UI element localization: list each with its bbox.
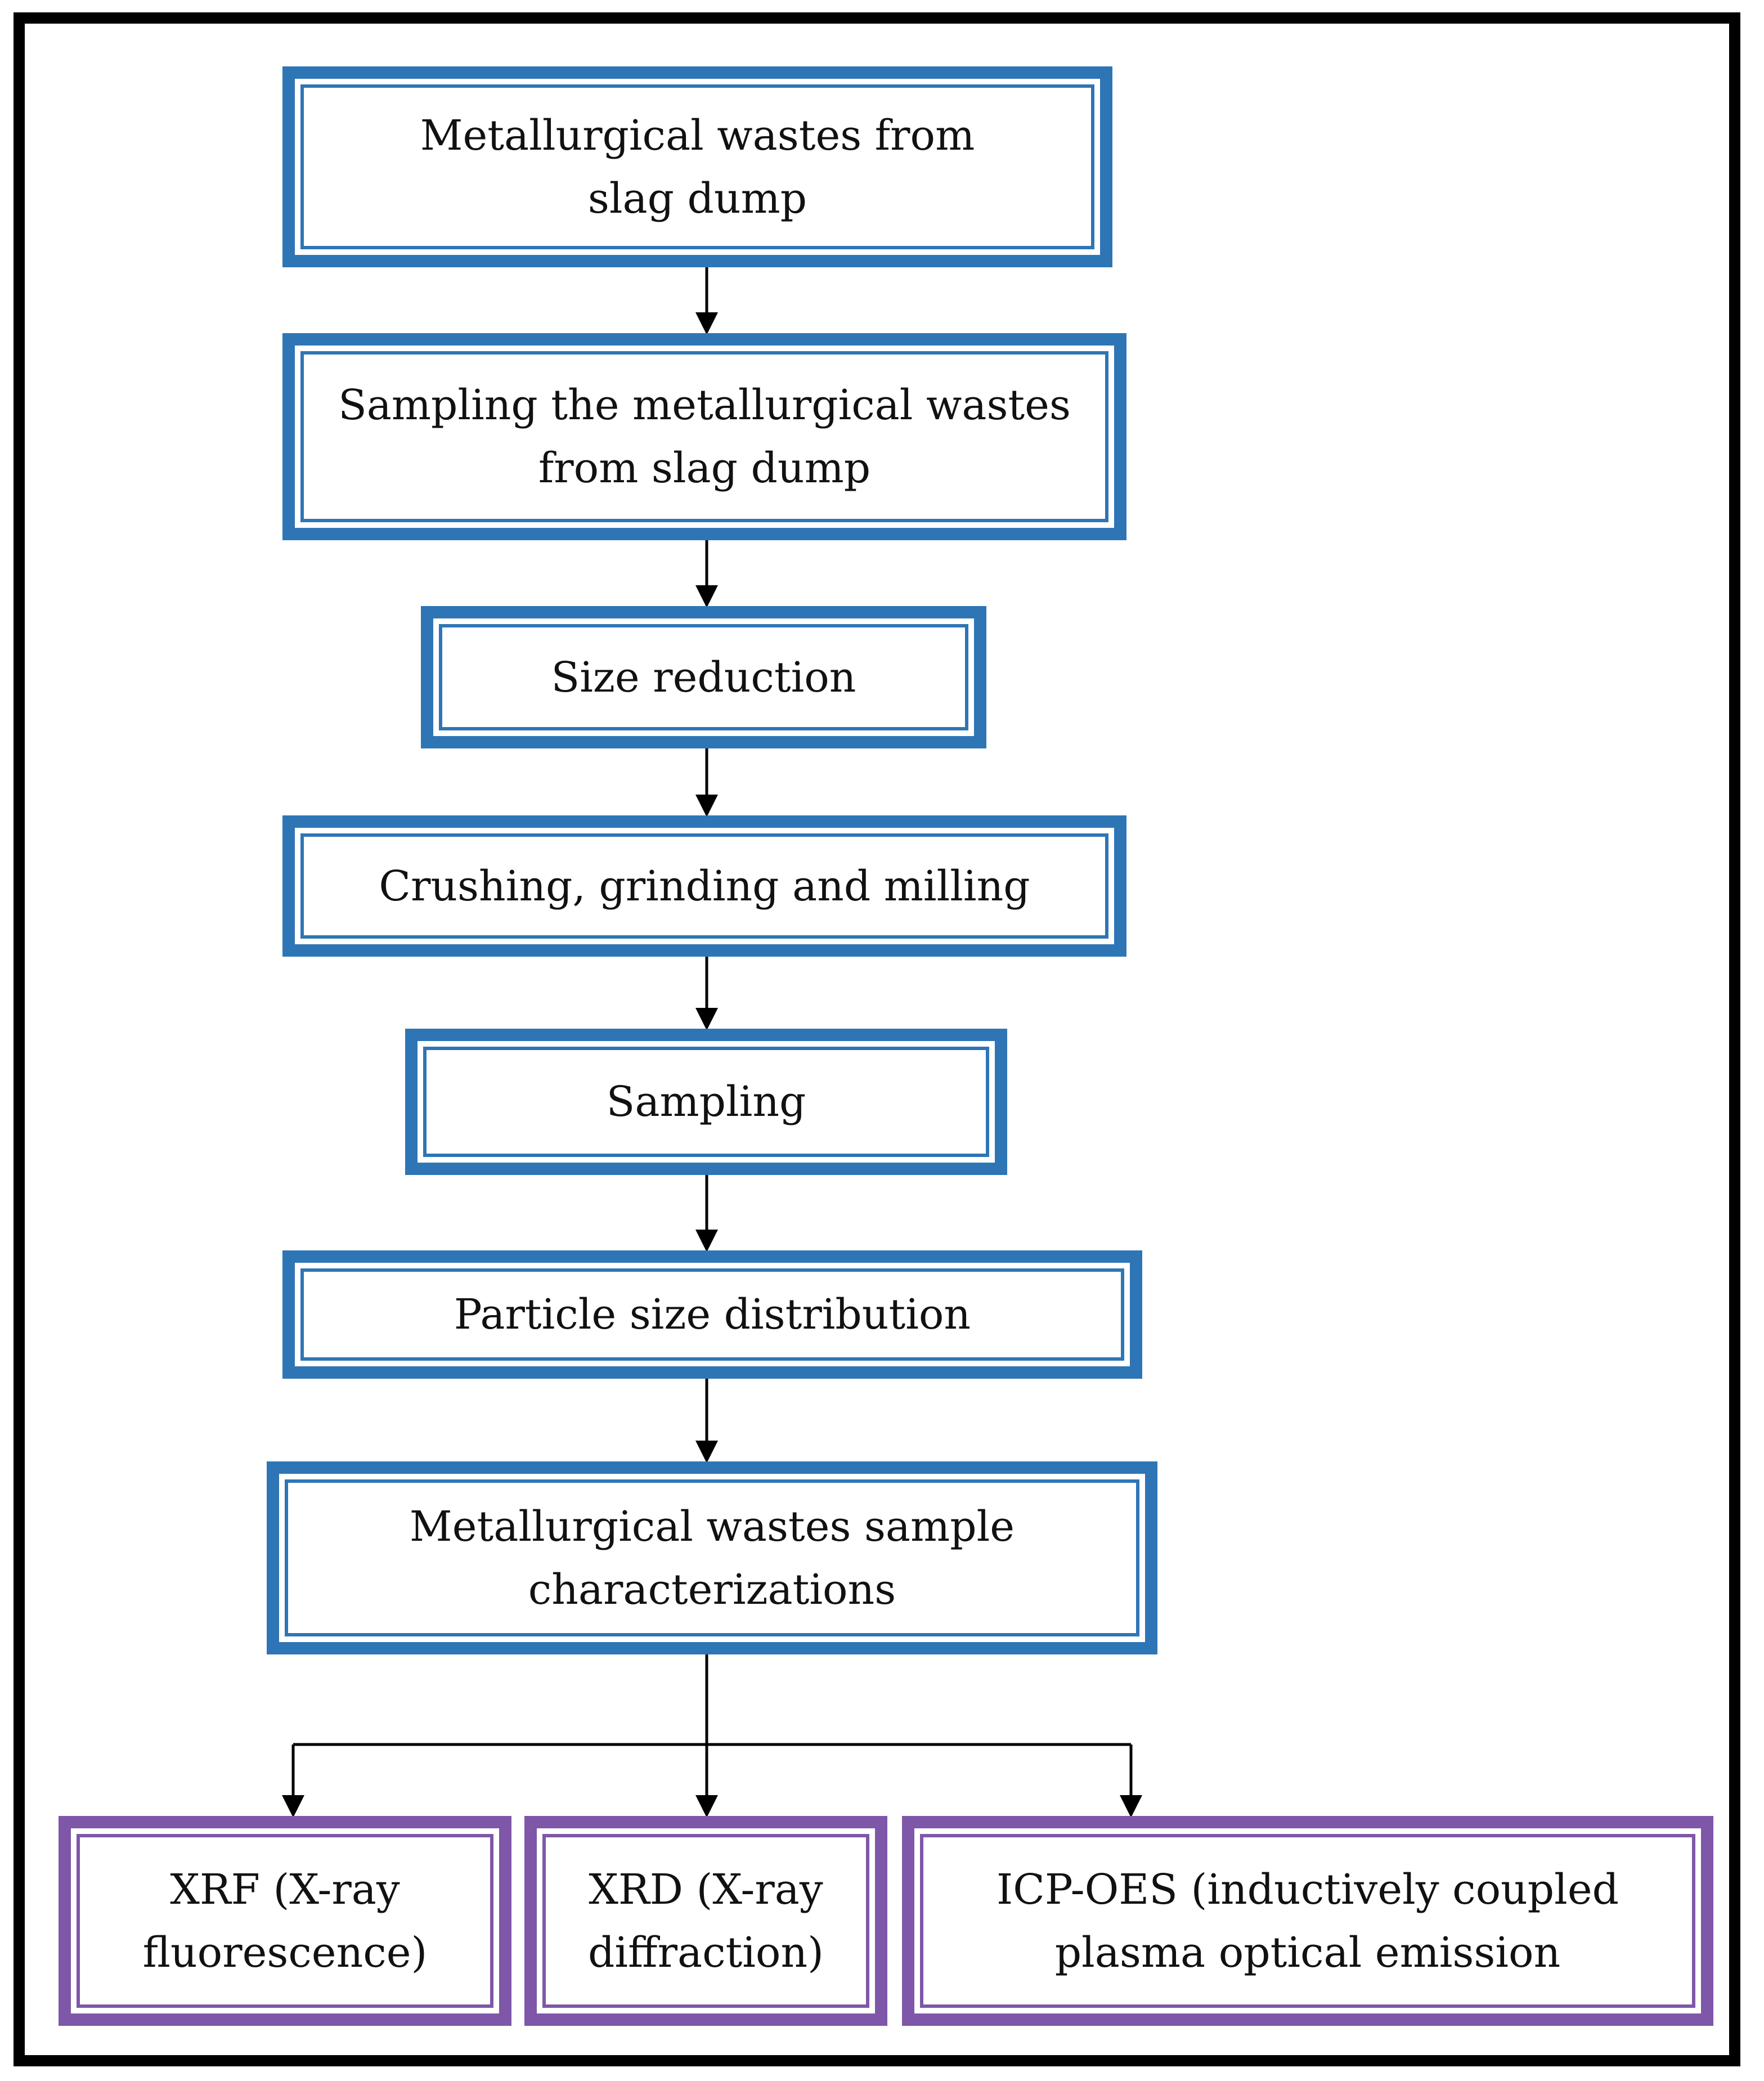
method-icp-oes-box: ICP-OES (inductively coupled plasma opti… bbox=[902, 1816, 1713, 2026]
step-sampling-wastes-box: Sampling the metallurgical wastes from s… bbox=[282, 333, 1126, 540]
step-particle-size-box: Particle size distribution bbox=[282, 1250, 1142, 1379]
method-xrd-box: XRD (X-ray diffraction) bbox=[524, 1816, 887, 2026]
step-size-reduction-label: Size reduction bbox=[551, 653, 856, 702]
method-xrf-label: XRF (X-ray fluorescence) bbox=[142, 1865, 428, 1977]
step-crushing-label: Crushing, grinding and milling bbox=[379, 862, 1030, 911]
step-metallurgical-wastes-label: Metallurgical wastes from slag dump bbox=[420, 111, 975, 223]
step-crushing-box: Crushing, grinding and milling bbox=[282, 815, 1126, 957]
method-xrf-box: XRF (X-ray fluorescence) bbox=[59, 1816, 511, 2026]
step-characterization-box: Metallurgical wastes sample characteriza… bbox=[267, 1461, 1157, 1654]
step-particle-size-label: Particle size distribution bbox=[454, 1290, 971, 1339]
method-xrd-label: XRD (X-ray diffraction) bbox=[587, 1865, 824, 1977]
step-size-reduction-box: Size reduction bbox=[421, 606, 986, 748]
step-sampling-label: Sampling bbox=[606, 1078, 806, 1126]
step-sampling-box: Sampling bbox=[405, 1029, 1007, 1175]
method-icp-oes-label: ICP-OES (inductively coupled plasma opti… bbox=[996, 1865, 1619, 1977]
step-sampling-wastes-label: Sampling the metallurgical wastes from s… bbox=[338, 381, 1071, 492]
step-characterization-label: Metallurgical wastes sample characteriza… bbox=[409, 1502, 1015, 1614]
step-metallurgical-wastes-box: Metallurgical wastes from slag dump bbox=[282, 66, 1112, 267]
